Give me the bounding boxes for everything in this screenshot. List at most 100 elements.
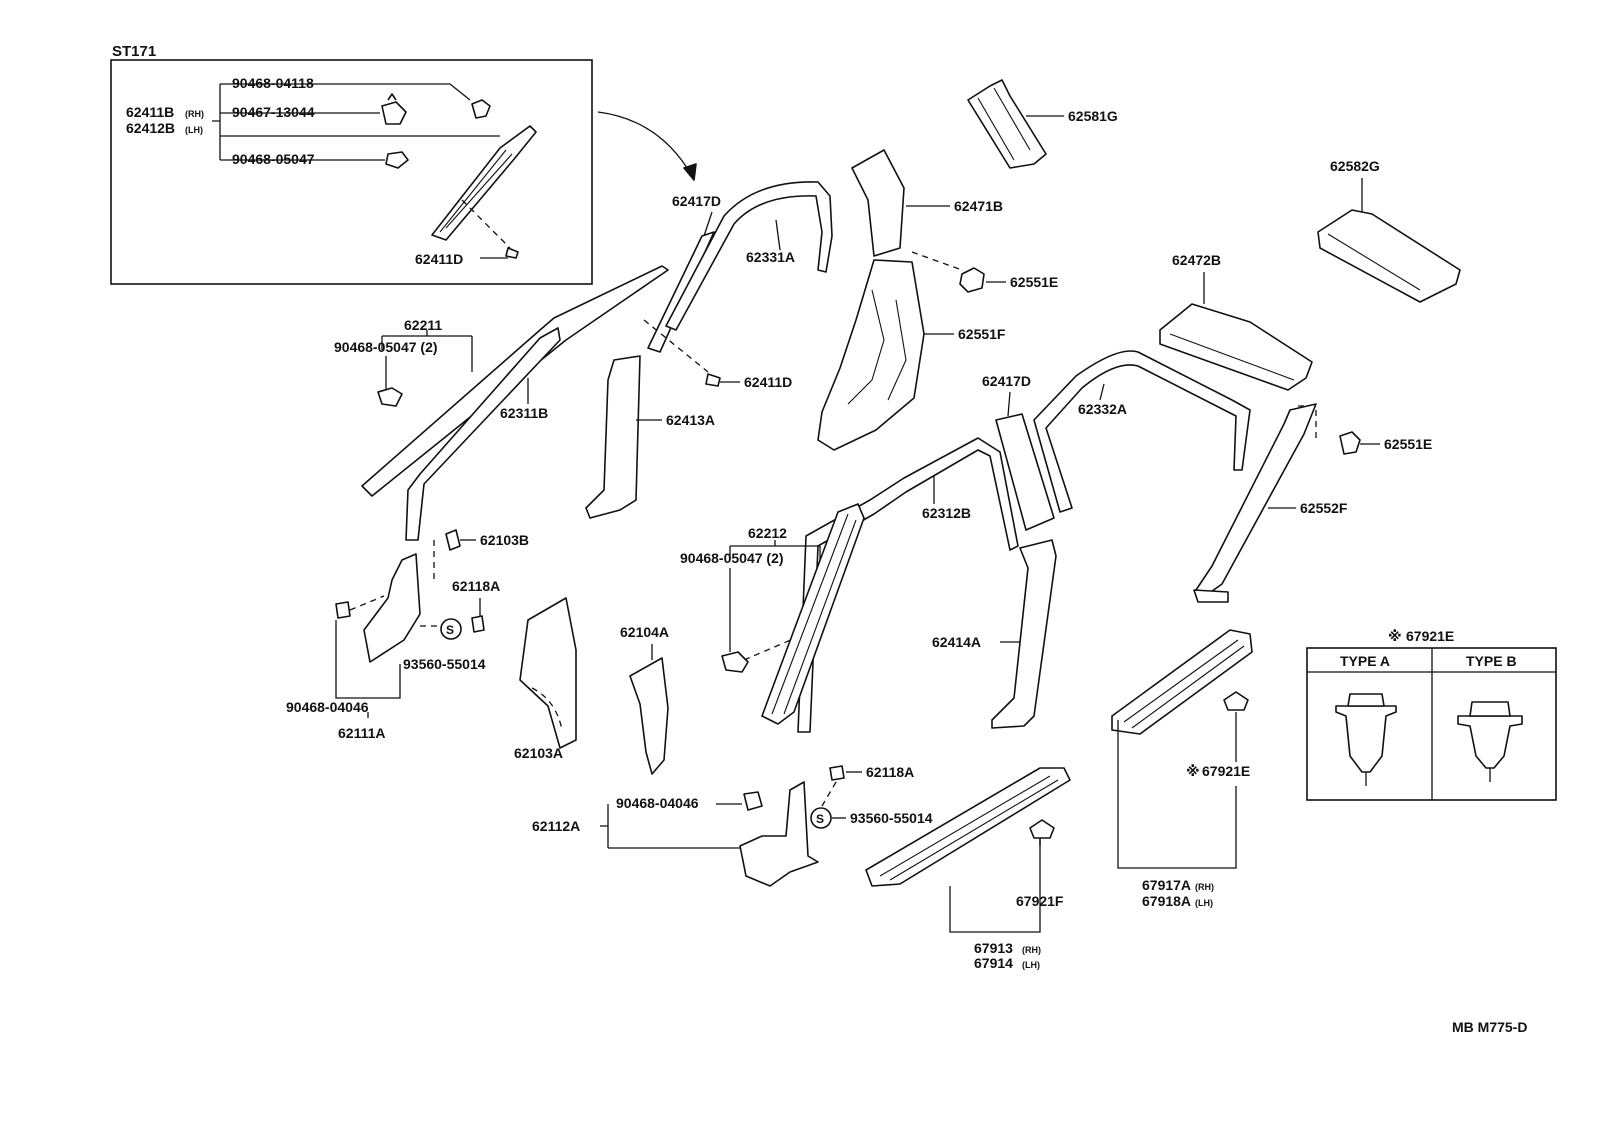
label-62311b: 62311B bbox=[500, 405, 548, 421]
clip-type-a-head bbox=[1347, 693, 1385, 707]
label-90468-05047-a: 90468-05047 (2) bbox=[334, 339, 438, 355]
dash-90468-04046-a bbox=[349, 595, 385, 611]
leader-62331a bbox=[775, 219, 781, 251]
part-62581g-detail bbox=[977, 87, 1031, 161]
part-62413a-shape bbox=[585, 355, 641, 519]
part-62551f-detail bbox=[847, 289, 907, 405]
clip-shape-c bbox=[385, 151, 409, 169]
clip-type-legend: ※ 67921E TYPE A TYPE B bbox=[1306, 628, 1557, 801]
s-mark-a-circle bbox=[440, 618, 462, 640]
part-62551e-b-shape bbox=[1339, 431, 1361, 455]
inset-garnish-shape bbox=[431, 125, 537, 241]
label-93560-a: 93560-55014 bbox=[403, 656, 486, 672]
label-62104a: 62104A bbox=[620, 624, 669, 640]
s-mark-a: S bbox=[446, 623, 454, 637]
clip-shape-a bbox=[471, 99, 491, 119]
part-67921e-shape bbox=[1223, 691, 1249, 711]
part-62111a-shape bbox=[363, 553, 421, 663]
label-62413a: 62413A bbox=[666, 412, 715, 428]
footer-code: MB M775-D bbox=[1452, 1019, 1527, 1035]
label-67913: 67913 bbox=[974, 940, 1013, 956]
part-62471b-shape bbox=[851, 149, 905, 257]
label-62411d-b: 62411D bbox=[744, 374, 792, 390]
part-62551e-a-shape bbox=[959, 267, 985, 293]
part-62311b-lower bbox=[405, 327, 561, 541]
label-62551e-a: 62551E bbox=[1010, 274, 1058, 290]
part-62414a-shape bbox=[991, 539, 1057, 729]
label-67913-suffix: (RH) bbox=[1022, 945, 1041, 955]
dash-90468-05047-b bbox=[743, 629, 815, 661]
label-67921e-asterisk: ※ bbox=[1186, 763, 1200, 779]
inset-part-90468-04118: 90468-04118 bbox=[232, 75, 314, 91]
label-67918a: 67918A bbox=[1142, 893, 1191, 909]
part-62581g-shape bbox=[967, 79, 1047, 169]
part-62331a-shape bbox=[665, 181, 833, 331]
inset-arrow-head bbox=[683, 163, 697, 181]
inset-code: ST171 bbox=[112, 43, 156, 60]
part-67917a-shape bbox=[1111, 629, 1253, 735]
inset-leaders bbox=[330, 83, 471, 161]
bracket-62211 bbox=[381, 330, 473, 372]
part-62552f-shape bbox=[1195, 403, 1317, 595]
leader-62417d-b bbox=[1007, 391, 1011, 417]
part-62118a-a-shape bbox=[471, 615, 485, 633]
label-62211: 62211 bbox=[404, 317, 442, 333]
label-62118a-a: 62118A bbox=[452, 578, 500, 594]
inset-bracket bbox=[212, 83, 500, 161]
part-62103b-shape bbox=[445, 529, 461, 551]
part-67913-detail bbox=[879, 775, 1059, 881]
legend-title: 67921E bbox=[1406, 628, 1454, 644]
label-62551e-b: 62551E bbox=[1384, 436, 1432, 452]
label-62472b: 62472B bbox=[1172, 252, 1221, 268]
label-67921e: 67921E bbox=[1202, 763, 1250, 779]
label-90468-05047-b: 90468-05047 (2) bbox=[680, 550, 784, 566]
clip-90468-04046-b bbox=[743, 791, 763, 811]
inset-bolt-shape bbox=[505, 247, 519, 259]
part-62112a-shape bbox=[739, 781, 819, 887]
label-62414a: 62414A bbox=[932, 634, 981, 650]
label-62111a: 62111A bbox=[338, 725, 386, 741]
dash-62551e-a bbox=[911, 251, 963, 271]
label-62471b: 62471B bbox=[954, 198, 1003, 214]
part-62472b-shape bbox=[1159, 303, 1313, 391]
label-90468-04046-b: 90468-04046 bbox=[616, 795, 699, 811]
part-62582g-detail bbox=[1327, 233, 1421, 291]
dash-62411d-b bbox=[643, 319, 709, 373]
label-62103a: 62103A bbox=[514, 745, 563, 761]
label-62103b: 62103B bbox=[480, 532, 529, 548]
label-62551f: 62551F bbox=[958, 326, 1006, 342]
bracket-62111a bbox=[335, 620, 401, 699]
leader-62417d-a bbox=[703, 211, 713, 237]
label-67914-suffix: (LH) bbox=[1022, 960, 1040, 970]
clip-type-b-head bbox=[1469, 701, 1511, 717]
part-62582g-shape bbox=[1317, 209, 1461, 303]
label-62212: 62212 bbox=[748, 525, 787, 541]
bracket-67917a bbox=[1117, 720, 1237, 869]
label-90468-04046-a: 90468-04046 bbox=[286, 699, 369, 715]
part-62551f-shape bbox=[817, 259, 925, 451]
part-67917a-detail bbox=[1123, 639, 1245, 729]
label-67914: 67914 bbox=[974, 955, 1013, 971]
label-62417d-b: 62417D bbox=[982, 373, 1031, 389]
label-67921f: 67921F bbox=[1016, 893, 1064, 909]
clip-type-b-shape bbox=[1457, 715, 1523, 769]
legend-grid bbox=[1307, 648, 1556, 800]
clip-type-a-shape bbox=[1335, 705, 1397, 773]
inset-part-62411b: 62411B bbox=[126, 104, 174, 120]
part-62417d-a-shape bbox=[647, 231, 715, 353]
clip-90468-05047-b bbox=[721, 651, 749, 673]
label-62417d-a: 62417D bbox=[672, 193, 721, 209]
part-67913-shape bbox=[865, 767, 1071, 887]
inset-garnish-detail bbox=[439, 149, 513, 233]
part-62104a-shape bbox=[629, 657, 669, 775]
label-67917a: 67917A bbox=[1142, 877, 1191, 893]
part-62212-detail bbox=[771, 513, 857, 715]
clip-shape-b bbox=[381, 93, 407, 125]
part-62118a-b-shape bbox=[829, 765, 845, 781]
inset-part-90468-05047: 90468-05047 bbox=[232, 151, 315, 167]
s-mark-b: S bbox=[816, 812, 824, 826]
inset-frame bbox=[110, 59, 593, 285]
inset-part-62412b: 62412B bbox=[126, 120, 175, 136]
part-62417d-b-shape bbox=[995, 413, 1055, 531]
